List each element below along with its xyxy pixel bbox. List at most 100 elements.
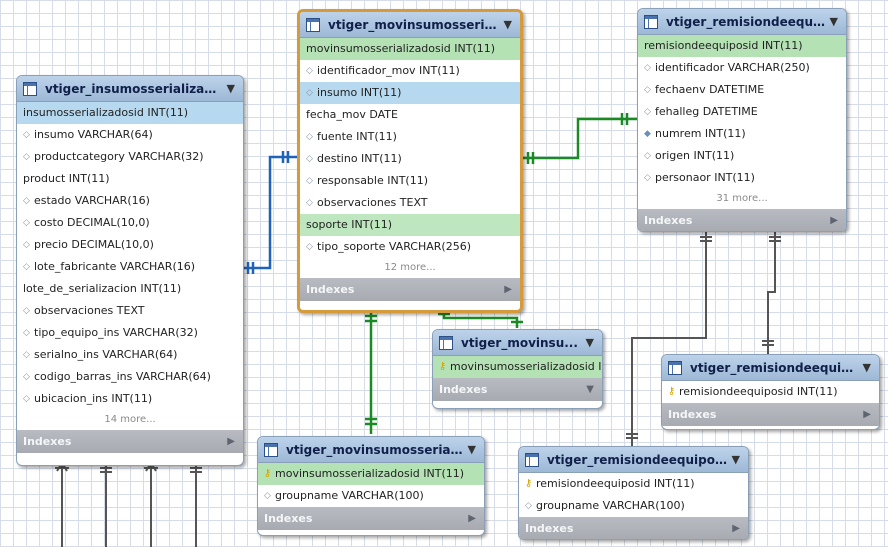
- table-column-row[interactable]: ◇ codigo_barras_ins VARCHAR(64): [17, 366, 243, 388]
- table-header[interactable]: vtiger_movinsumosseriali... ▼: [300, 12, 520, 38]
- table-column-row[interactable]: ⚷movinsumosserializadosid I...: [433, 356, 602, 378]
- relation-movinsumo-remision[interactable]: [520, 113, 637, 164]
- table-movinsumosserializados-group[interactable]: vtiger_movinsumosserializ... ▼ ⚷movinsum…: [257, 436, 485, 536]
- indexes-label: Indexes: [439, 383, 488, 396]
- table-icon: [23, 81, 37, 96]
- table-column-row[interactable]: ◇tipo_soporte VARCHAR(256): [300, 236, 520, 258]
- table-header[interactable]: vtiger_remisiondeequiposcf ▼: [662, 355, 879, 381]
- expand-indexes-icon[interactable]: ▼: [586, 384, 594, 395]
- table-column-row[interactable]: ◇origen INT(11): [638, 145, 846, 167]
- indexes-label: Indexes: [23, 435, 72, 448]
- table-column-row[interactable]: ◇responsable INT(11): [300, 170, 520, 192]
- table-header[interactable]: vtiger_remisiondeequiposg... ▼: [519, 447, 748, 473]
- table-header[interactable]: vtiger_movinsu... ▼: [433, 330, 602, 356]
- table-column-row[interactable]: ◇insumo INT(11): [300, 82, 520, 104]
- table-title: vtiger_insumosserializados: [45, 81, 223, 96]
- indexes-section[interactable]: Indexes ▶: [300, 278, 520, 301]
- table-icon: [306, 17, 320, 32]
- expand-indexes-icon[interactable]: ▶: [468, 513, 476, 524]
- indexes-section[interactable]: Indexes ▶: [662, 403, 879, 426]
- table-icon: [644, 14, 658, 29]
- collapse-arrow-icon[interactable]: ▼: [503, 18, 512, 31]
- table-column-row[interactable]: ⚷movinsumosserializadosid INT(11): [258, 463, 484, 485]
- table-column-row[interactable]: ◇identificador_mov INT(11): [300, 60, 520, 82]
- column-diamond-icon: ◇: [23, 372, 30, 382]
- table-movinsumosserializados[interactable]: vtiger_movinsumosseriali... ▼ movinsumos…: [297, 9, 523, 313]
- indexes-section[interactable]: Indexes ▶: [17, 430, 243, 453]
- table-header[interactable]: vtiger_insumosserializados ▼: [17, 76, 243, 102]
- column-label: identificador VARCHAR(250): [655, 61, 810, 74]
- relation-remision-cf[interactable]: [762, 231, 781, 354]
- table-column-row[interactable]: soporte INT(11): [300, 214, 520, 236]
- table-column-row[interactable]: ◇costo DECIMAL(10,0): [17, 212, 243, 234]
- collapse-arrow-icon[interactable]: ▼: [467, 443, 476, 456]
- column-label: observaciones TEXT: [34, 304, 145, 317]
- table-header[interactable]: vtiger_remisiondeequipos ▼: [638, 9, 846, 35]
- table-insumosserializados[interactable]: vtiger_insumosserializados ▼ insumosseri…: [16, 75, 244, 466]
- table-column-row[interactable]: ◇tipo_equipo_ins VARCHAR(32): [17, 322, 243, 344]
- table-column-row[interactable]: lote_de_serializacion INT(11): [17, 278, 243, 300]
- table-column-row[interactable]: ◇personaor INT(11): [638, 167, 846, 189]
- table-column-row[interactable]: ◇serialno_ins VARCHAR(64): [17, 344, 243, 366]
- relation-movinsumo-small[interactable]: [438, 310, 523, 328]
- table-header[interactable]: vtiger_movinsumosserializ... ▼: [258, 437, 484, 463]
- indexes-label: Indexes: [264, 512, 313, 525]
- collapse-arrow-icon[interactable]: ▼: [585, 336, 594, 349]
- indexes-section[interactable]: Indexes ▶: [258, 507, 484, 530]
- table-column-row[interactable]: ◇destino INT(11): [300, 148, 520, 170]
- table-title: vtiger_remisiondeequiposg...: [547, 452, 728, 467]
- relation-insumo-fk[interactable]: [243, 151, 298, 274]
- relation-movinsumo-group[interactable]: [365, 310, 377, 434]
- table-remisiondeequiposcf[interactable]: vtiger_remisiondeequiposcf ▼ ⚷remisionde…: [661, 354, 880, 430]
- table-column-row[interactable]: ◇estado VARCHAR(16): [17, 190, 243, 212]
- collapse-arrow-icon[interactable]: ▼: [731, 453, 740, 466]
- table-column-row[interactable]: fecha_mov DATE: [300, 104, 520, 126]
- expand-indexes-icon[interactable]: ▶: [504, 284, 512, 295]
- table-column-row[interactable]: product INT(11): [17, 168, 243, 190]
- table-column-row[interactable]: ◇ubicacion_ins INT(11): [17, 388, 243, 410]
- table-column-row[interactable]: ◇identificador VARCHAR(250): [638, 57, 846, 79]
- table-column-row[interactable]: ◇groupname VARCHAR(100): [258, 485, 484, 507]
- expand-indexes-icon[interactable]: ▶: [227, 436, 235, 447]
- table-column-row[interactable]: ◇groupname VARCHAR(100): [519, 495, 748, 517]
- table-column-row[interactable]: ◇observaciones TEXT: [300, 192, 520, 214]
- expand-indexes-icon[interactable]: ▶: [732, 523, 740, 534]
- more-columns-link[interactable]: 14 more...: [104, 414, 156, 425]
- relation-remision-group[interactable]: [626, 231, 712, 446]
- column-diamond-icon: ◇: [306, 242, 313, 252]
- table-column-row[interactable]: movinsumosserializadosid INT(11): [300, 38, 520, 60]
- table-column-row[interactable]: ◇productcategory VARCHAR(32): [17, 146, 243, 168]
- table-remisiondeequipos[interactable]: vtiger_remisiondeequipos ▼ remisiondeequ…: [637, 8, 847, 232]
- foreign-key-icon: ◆: [644, 129, 651, 139]
- column-label: fuente INT(11): [317, 130, 397, 143]
- table-column-row[interactable]: remisiondeequiposid INT(11): [638, 35, 846, 57]
- table-column-row[interactable]: ◇insumo VARCHAR(64): [17, 124, 243, 146]
- more-columns-link[interactable]: 12 more...: [384, 262, 436, 273]
- indexes-label: Indexes: [306, 283, 355, 296]
- collapse-arrow-icon[interactable]: ▼: [829, 15, 838, 28]
- more-columns-link[interactable]: 31 more...: [716, 193, 768, 204]
- indexes-section[interactable]: Indexes ▶: [638, 209, 846, 231]
- table-column-row[interactable]: ◇fehalleg DATETIME: [638, 101, 846, 123]
- table-movinsu-small[interactable]: vtiger_movinsu... ▼ ⚷movinsumosserializa…: [432, 329, 603, 409]
- table-remisiondeequipos-group[interactable]: vtiger_remisiondeequiposg... ▼ ⚷remision…: [518, 446, 749, 540]
- table-column-row[interactable]: insumosserializadosid INT(11): [17, 102, 243, 124]
- expand-indexes-icon[interactable]: ▶: [830, 215, 838, 226]
- column-diamond-icon: ◇: [23, 152, 30, 162]
- table-column-row[interactable]: ◇precio DECIMAL(10,0): [17, 234, 243, 256]
- table-column-row[interactable]: ◇fechaenv DATETIME: [638, 79, 846, 101]
- table-column-row[interactable]: ◇fuente INT(11): [300, 126, 520, 148]
- indexes-section[interactable]: Indexes ▶: [519, 517, 748, 539]
- expand-indexes-icon[interactable]: ▶: [863, 409, 871, 420]
- indexes-section[interactable]: Indexes ▼: [433, 378, 602, 401]
- column-diamond-icon: ◇: [23, 262, 30, 272]
- table-column-row[interactable]: ◇lote_fabricante VARCHAR(16): [17, 256, 243, 278]
- table-column-row[interactable]: ⚷remisiondeequiposid INT(11): [519, 473, 748, 495]
- collapse-arrow-icon[interactable]: ▼: [862, 361, 871, 374]
- table-column-row[interactable]: ◇ observaciones TEXT: [17, 300, 243, 322]
- column-diamond-icon: ◇: [23, 306, 30, 316]
- column-label: codigo_barras_ins VARCHAR(64): [34, 370, 211, 383]
- table-column-row[interactable]: ◆numrem INT(11): [638, 123, 846, 145]
- collapse-arrow-icon[interactable]: ▼: [226, 82, 235, 95]
- table-column-row[interactable]: ⚷remisiondeequiposid INT(11): [662, 381, 879, 403]
